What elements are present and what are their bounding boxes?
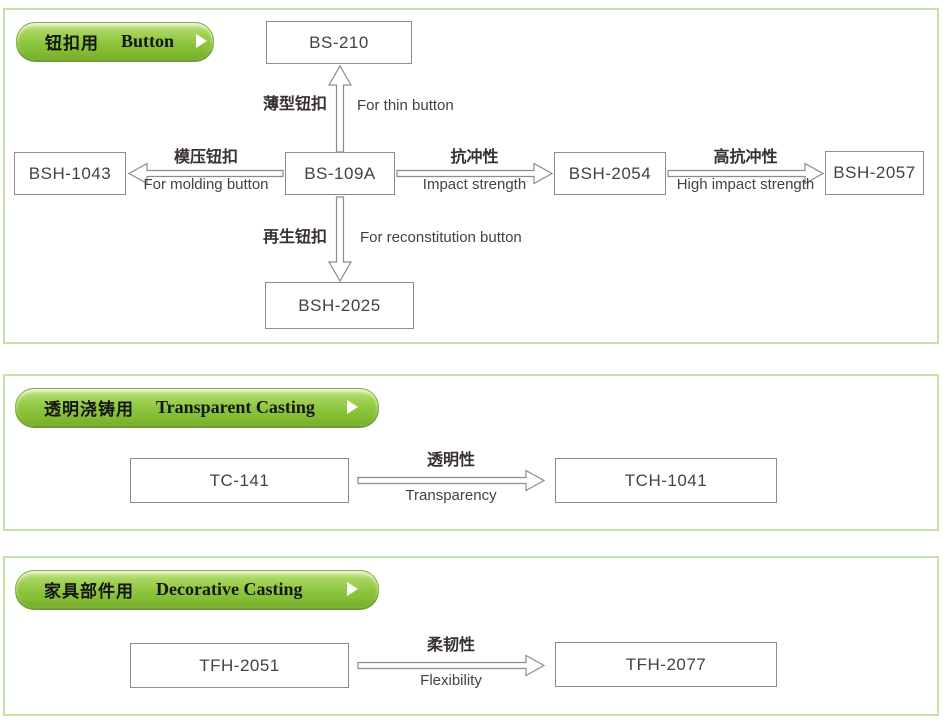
node-bsh-2025: BSH-2025 (265, 282, 414, 329)
edge-right1-en-label: Impact strength (422, 176, 527, 193)
header-zh-label: 钮扣用 (45, 33, 99, 53)
node-bsh-2057: BSH-2057 (825, 151, 924, 195)
node-bsh-2054: BSH-2054 (554, 152, 666, 195)
arrow-up-icon (327, 64, 353, 153)
edge-down-en-label: For reconstitution button (360, 229, 522, 246)
edge-zh-label: 柔韧性 (426, 637, 475, 654)
arrow-right2-icon (667, 162, 825, 185)
node-tfh-2077: TFH-2077 (555, 642, 777, 687)
header-en-label: Decorative Casting (156, 578, 303, 599)
section-decorative-casting-panel: 家具部件用 Decorative Casting TFH-2051 TFH-20… (3, 556, 939, 716)
section-button-panel: 钮扣用 Button BS-210 BSH-1043 BS-109A BSH-2… (3, 8, 939, 344)
node-bsh-1043: BSH-1043 (14, 152, 126, 195)
arrow-right-icon (357, 654, 546, 677)
header-zh-label: 家具部件用 (44, 581, 134, 601)
arrow-left-icon (127, 162, 284, 185)
node-bs-109a: BS-109A (285, 152, 395, 195)
header-en-label: Transparent Casting (156, 396, 315, 417)
arrow-right-icon (357, 469, 546, 492)
edge-up-en-label: For thin button (357, 97, 454, 114)
edge-right2-en-label: High impact strength (676, 176, 815, 193)
header-zh-label: 透明浇铸用 (44, 399, 134, 419)
edge-right2-zh-label: 高抗冲性 (713, 149, 778, 166)
edge-en-label: Transparency (405, 487, 497, 504)
header-en-label: Button (121, 30, 175, 51)
arrow-down-icon (327, 196, 353, 283)
edge-zh-label: 透明性 (426, 452, 475, 469)
edge-down-zh-label: 再生钮扣 (262, 229, 327, 246)
node-tch-1041: TCH-1041 (555, 458, 777, 503)
edge-right1-zh-label: 抗冲性 (450, 149, 499, 166)
node-tfh-2051: TFH-2051 (130, 643, 349, 688)
node-bs-210: BS-210 (266, 21, 412, 64)
section-header-decorative-casting[interactable]: 家具部件用 Decorative Casting (15, 570, 379, 608)
arrow-right1-icon (396, 162, 554, 185)
section-header-transparent-casting[interactable]: 透明浇铸用 Transparent Casting (15, 388, 379, 426)
edge-up-zh-label: 薄型钮扣 (262, 96, 327, 113)
play-icon (196, 34, 208, 48)
play-icon (347, 400, 358, 414)
section-header-button[interactable]: 钮扣用 Button (16, 22, 214, 60)
section-transparent-casting-panel: 透明浇铸用 Transparent Casting TC-141 TCH-104… (3, 374, 939, 531)
edge-left-zh-label: 模压钮扣 (173, 149, 238, 166)
edge-en-label: Flexibility (420, 672, 482, 689)
edge-left-en-label: For molding button (143, 176, 269, 193)
node-tc-141: TC-141 (130, 458, 349, 503)
play-icon (347, 582, 358, 596)
